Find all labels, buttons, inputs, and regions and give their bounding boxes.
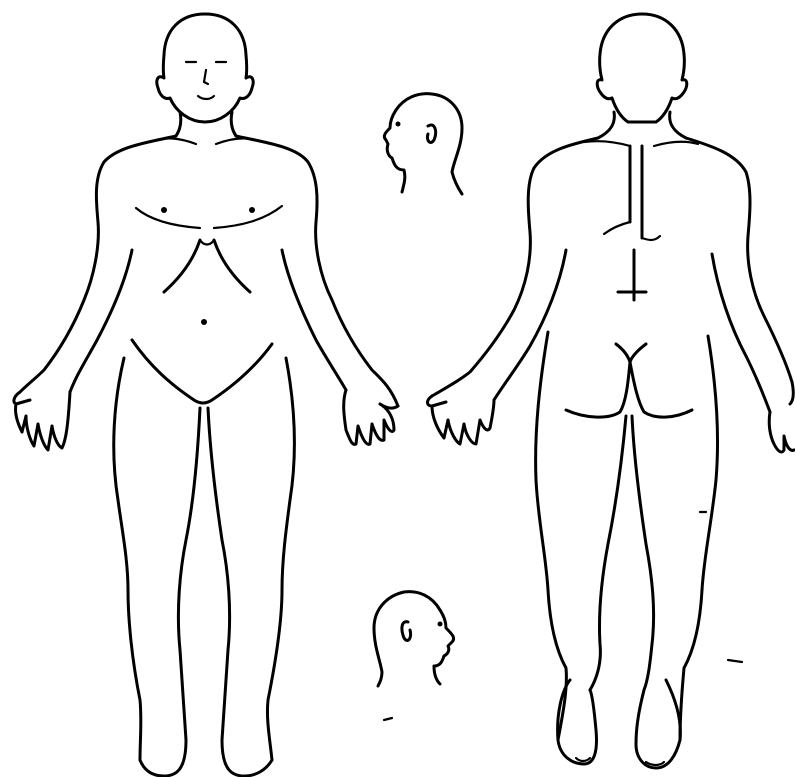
back-body-figure — [428, 14, 795, 768]
front-foot-right — [222, 740, 272, 776]
back-lower-scapula-left — [604, 222, 630, 234]
back-leg-outer-left — [536, 332, 567, 740]
profile-head-right-eye — [396, 122, 401, 127]
back-inner-arm-right — [712, 254, 770, 412]
back-heel-left — [576, 758, 590, 761]
front-leg-inner-right — [208, 408, 230, 740]
scan-mark-2 — [728, 660, 742, 662]
front-hand-left — [14, 392, 70, 450]
profile-head-left-side — [374, 592, 454, 686]
back-neck-left — [598, 112, 614, 138]
front-nose — [204, 70, 208, 84]
front-mouth — [198, 96, 214, 99]
back-heel-right — [646, 762, 664, 765]
back-leg-inner-left — [590, 416, 626, 690]
front-leg-outer-left — [114, 358, 141, 760]
back-lower-scapula-right — [642, 236, 660, 240]
profile-head-right-ear — [427, 125, 435, 143]
back-sacrum — [616, 344, 646, 362]
back-hand-left — [428, 396, 495, 444]
back-foot-left — [558, 680, 597, 764]
front-navel — [201, 319, 207, 325]
front-torso-left — [20, 136, 176, 392]
back-neck-right — [670, 112, 686, 138]
front-groin — [132, 340, 272, 403]
front-leg-outer-right — [267, 358, 294, 760]
profile-head-left-face — [434, 610, 454, 684]
back-buttock-left — [566, 362, 630, 417]
back-leg-outer-right — [680, 336, 718, 740]
back-head — [597, 14, 687, 122]
front-head — [157, 14, 253, 122]
front-ribcage-left — [164, 240, 200, 292]
back-torso-left — [432, 138, 598, 396]
front-neck-left — [176, 112, 181, 136]
front-sternum — [200, 240, 214, 245]
profile-head-left-ear — [402, 622, 411, 641]
front-chest-right — [214, 206, 282, 228]
front-nipple-right — [249, 207, 255, 213]
front-nipple-left — [161, 207, 167, 213]
front-leg-inner-left — [178, 408, 200, 740]
back-hand-right — [769, 382, 794, 452]
profile-head-left-eye — [438, 622, 443, 627]
front-chest-left — [136, 208, 200, 228]
scan-mark-1 — [384, 718, 392, 720]
profile-head-right-side — [384, 94, 462, 194]
front-neck-right — [231, 112, 236, 136]
back-shoulder-left — [584, 141, 630, 146]
back-leg-inner-right — [632, 416, 654, 690]
front-hand-right — [344, 390, 398, 444]
profile-head-right-face — [384, 110, 404, 192]
front-inner-arm-right — [282, 250, 346, 390]
back-shoulder-right — [654, 142, 698, 146]
front-foot-left — [140, 740, 186, 776]
profile-head-left-outline — [374, 592, 440, 686]
back-buttock-right — [630, 362, 692, 417]
front-ribcage-right — [214, 240, 250, 292]
front-body-figure — [14, 14, 398, 776]
back-foot-right — [636, 680, 680, 768]
front-torso-right — [236, 136, 398, 406]
